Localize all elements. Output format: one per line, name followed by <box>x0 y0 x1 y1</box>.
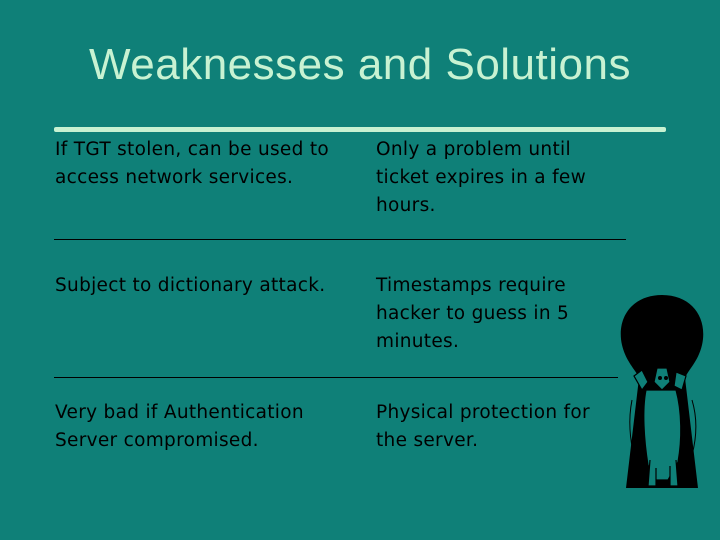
row-divider-1 <box>54 239 626 240</box>
slide-title: Weaknesses and Solutions <box>89 40 631 89</box>
weakness-cell-1: If TGT stolen, can be used to access net… <box>55 139 329 188</box>
weakness-cell-2: Subject to dictionary attack. <box>55 275 326 296</box>
title-divider <box>54 127 666 132</box>
row-divider-2 <box>54 377 618 378</box>
solution-cell-3: Physical protection for the server. <box>376 402 590 451</box>
weakness-cell-3: Very bad if Authentication Server compro… <box>55 402 304 451</box>
keyhole-cerberus-icon <box>620 295 704 488</box>
solution-cell-2: Timestamps require hacker to guess in 5 … <box>376 275 570 352</box>
solution-cell-1: Only a problem until ticket expires in a… <box>376 139 587 216</box>
